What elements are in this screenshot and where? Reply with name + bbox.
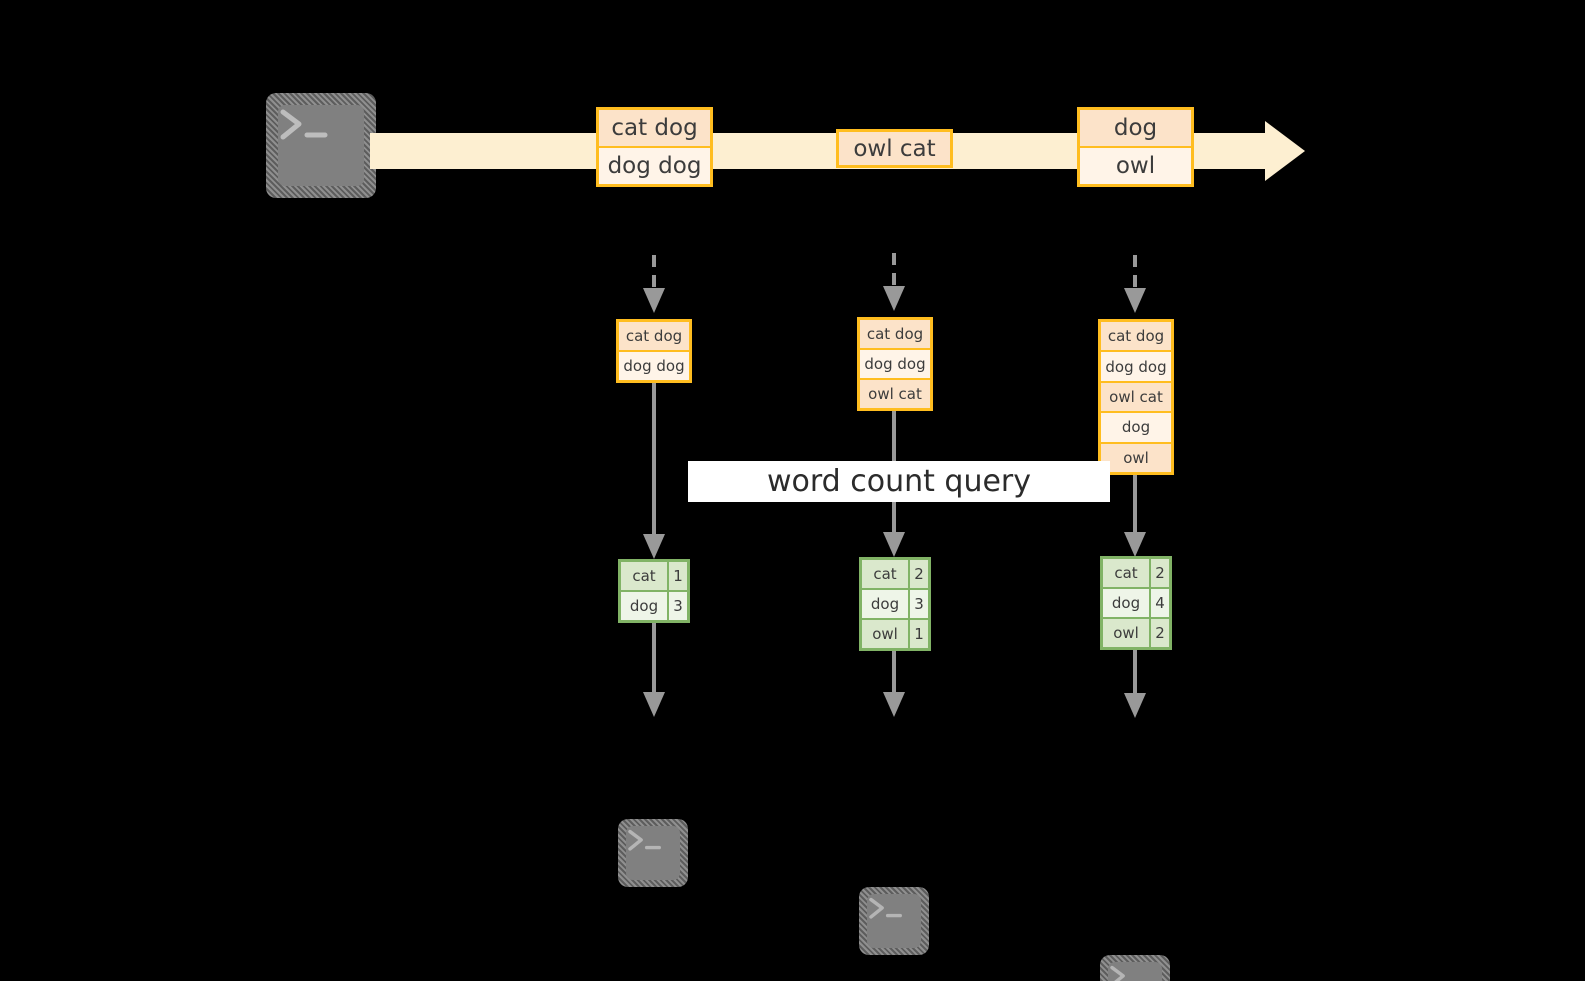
- query-label-band: word count query: [688, 461, 1110, 502]
- trigger-3-query-arrow: [1124, 475, 1146, 557]
- trigger-3-accumulated-records: cat dog dog dog owl cat dog owl: [1098, 319, 1174, 475]
- trigger-3-record-1: cat dog: [1101, 322, 1171, 351]
- stream-batch-3-line-1: dog: [1080, 110, 1191, 146]
- stream-batch-2-line-1: owl cat: [839, 132, 950, 165]
- trigger-2-record-3: owl cat: [860, 378, 930, 408]
- trigger-3-count-3: 2: [1149, 619, 1169, 647]
- trigger-2-sink-arrow: [883, 651, 905, 717]
- trigger-1-record-1: cat dog: [619, 322, 689, 350]
- stream-batch-2: owl cat: [836, 129, 953, 168]
- trigger-3-count-2: 4: [1149, 589, 1169, 617]
- trigger-2-count-1: 2: [908, 560, 928, 588]
- trigger-3-record-5: owl: [1101, 441, 1171, 473]
- stream-batch-3: dog owl: [1077, 107, 1194, 187]
- table-row: dog 4: [1103, 587, 1169, 617]
- trigger-1-count-1: 1: [667, 562, 687, 590]
- trigger-2-count-3: 1: [908, 620, 928, 648]
- stream-batch-1-line-1: cat dog: [599, 110, 710, 146]
- trigger-2-accumulated-records: cat dog dog dog owl cat: [857, 317, 933, 411]
- trigger-1-record-2: dog dog: [619, 350, 689, 380]
- terminal-prompt-icon: [627, 829, 661, 851]
- trigger-1-key-1: cat: [632, 567, 656, 585]
- table-row: dog 3: [621, 590, 687, 620]
- table-row: cat 2: [862, 560, 928, 588]
- table-row: dog 3: [862, 588, 928, 618]
- stream-batch-3-line-2: owl: [1080, 146, 1191, 184]
- trigger-3-record-4: dog: [1101, 411, 1171, 442]
- trigger-1-key-2: dog: [629, 597, 659, 615]
- trigger-3-record-2: dog dog: [1101, 350, 1171, 381]
- trigger-2-record-2: dog dog: [860, 348, 930, 378]
- table-row: owl 2: [1103, 617, 1169, 647]
- stream-batch-1: cat dog dog dog: [596, 107, 713, 187]
- trigger-1-sink-terminal-icon: [618, 819, 688, 887]
- trigger-1-result-table: cat 1 dog 3: [618, 559, 690, 623]
- trigger-2-result-table: cat 2 dog 3 owl 1: [859, 557, 931, 651]
- trigger-3-dashed-arrow: [1124, 255, 1146, 313]
- trigger-2-count-2: 3: [908, 590, 928, 618]
- trigger-3-key-2: dog: [1111, 594, 1141, 612]
- trigger-3-key-3: owl: [1113, 624, 1139, 642]
- trigger-1-dashed-arrow: [643, 255, 665, 313]
- trigger-3-result-table: cat 2 dog 4 owl 2: [1100, 556, 1172, 650]
- table-row: cat 2: [1103, 559, 1169, 587]
- trigger-3-count-1: 2: [1149, 559, 1169, 587]
- trigger-2-key-1: cat: [873, 565, 897, 583]
- event-stream-arrowhead: [1265, 121, 1305, 181]
- table-row: owl 1: [862, 618, 928, 648]
- trigger-2-sink-terminal-icon: [859, 887, 929, 955]
- trigger-2-key-2: dog: [870, 595, 900, 613]
- trigger-1-count-2: 3: [667, 592, 687, 620]
- trigger-2-key-3: owl: [872, 625, 898, 643]
- trigger-3-sink-terminal-icon: [1100, 955, 1170, 981]
- trigger-1-query-arrow: [643, 383, 665, 559]
- terminal-prompt-icon: [1109, 965, 1125, 981]
- terminal-prompt-icon: [868, 897, 902, 919]
- trigger-3-sink-arrow: [1124, 650, 1146, 718]
- terminal-prompt-icon: [280, 109, 328, 139]
- source-terminal-icon: [266, 93, 376, 198]
- table-row: cat 1: [621, 562, 687, 590]
- trigger-2-dashed-arrow: [883, 253, 905, 311]
- trigger-3-key-1: cat: [1114, 564, 1138, 582]
- trigger-3-record-3: owl cat: [1101, 380, 1171, 412]
- trigger-2-record-1: cat dog: [860, 320, 930, 348]
- stream-batch-1-line-2: dog dog: [599, 146, 710, 184]
- trigger-1-sink-arrow: [643, 623, 665, 717]
- query-label-text: word count query: [766, 464, 1032, 499]
- trigger-1-accumulated-records: cat dog dog dog: [616, 319, 692, 383]
